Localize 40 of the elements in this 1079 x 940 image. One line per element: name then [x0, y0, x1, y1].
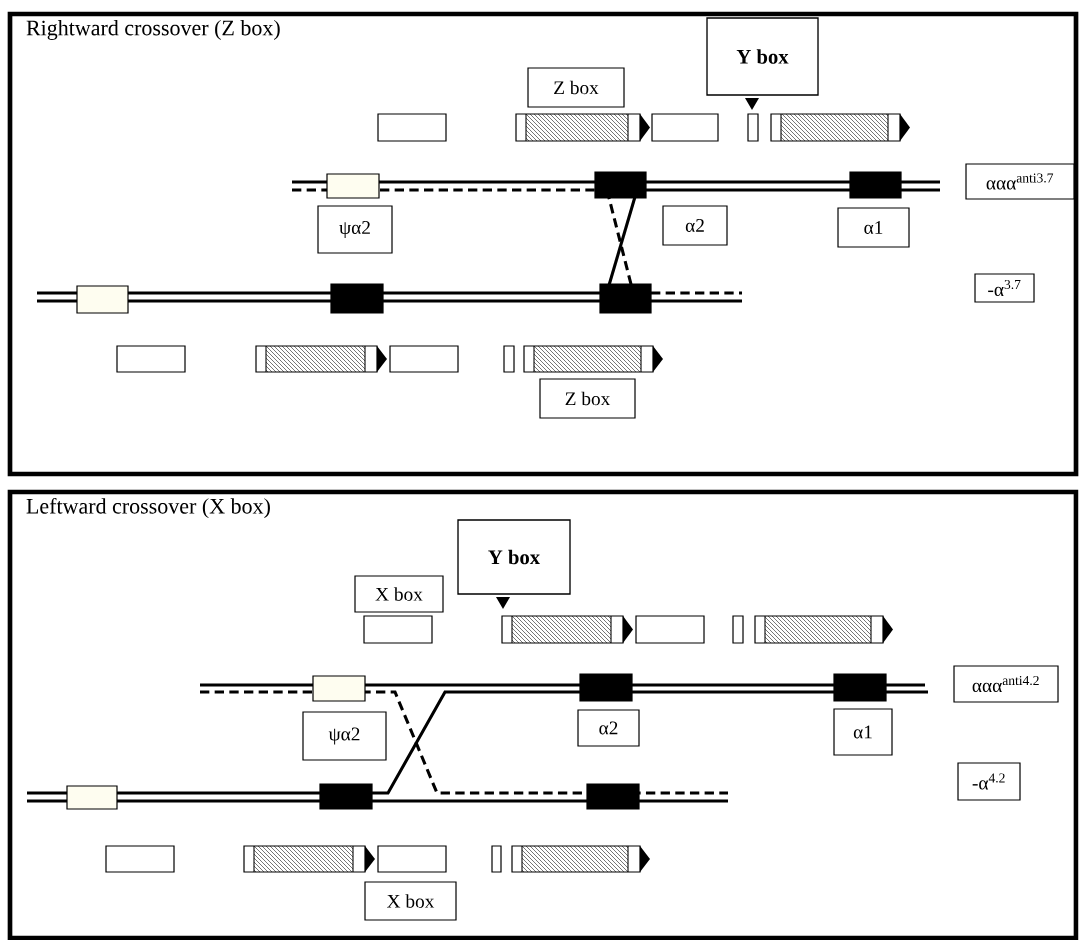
- label-box: -α$^{4.2}$: [957, 762, 1021, 801]
- gene-box: [586, 783, 640, 810]
- label-box: α1: [833, 708, 893, 756]
- label-box: Z box: [539, 378, 636, 419]
- label-box: -α$^{3.7}$: [974, 273, 1035, 303]
- label-box: ψα2: [302, 711, 387, 761]
- homology-box: [389, 345, 459, 373]
- label-box: α2: [662, 205, 728, 246]
- homology-box: [363, 615, 433, 644]
- homology-box: [377, 113, 447, 142]
- gene-box: [594, 171, 647, 199]
- label-box: α2: [577, 709, 640, 747]
- gene-box: [330, 283, 384, 314]
- pseudogene-box: [66, 785, 118, 810]
- label-box: ααα$^{anti3.7}$: [965, 163, 1075, 200]
- homology-box: [377, 845, 447, 873]
- homology-box: [732, 615, 744, 644]
- pseudogene-box: [326, 173, 380, 199]
- homology-box: [635, 615, 705, 644]
- pseudogene-box: [312, 675, 366, 702]
- label-box: ψα2: [317, 205, 393, 254]
- homology-box: [116, 345, 186, 373]
- homology-box: [491, 845, 502, 873]
- label-box: α1: [837, 207, 910, 248]
- homology-box: [651, 113, 719, 142]
- label-box: Z box: [527, 67, 625, 108]
- gene-box: [319, 783, 373, 810]
- homology-box: [503, 345, 515, 373]
- homology-box: [747, 113, 759, 142]
- label-box: X box: [354, 575, 444, 613]
- callout-box: Y box: [457, 519, 571, 609]
- gene-box: [833, 673, 887, 702]
- pseudogene-box: [76, 285, 129, 314]
- label-box: X box: [364, 881, 457, 921]
- gene-box: [849, 171, 902, 199]
- gene-box: [579, 673, 633, 702]
- label-box: ααα$^{anti4.2}$: [953, 665, 1059, 703]
- homology-box: [105, 845, 175, 873]
- gene-box: [599, 283, 652, 314]
- callout-box: Y box: [706, 17, 819, 110]
